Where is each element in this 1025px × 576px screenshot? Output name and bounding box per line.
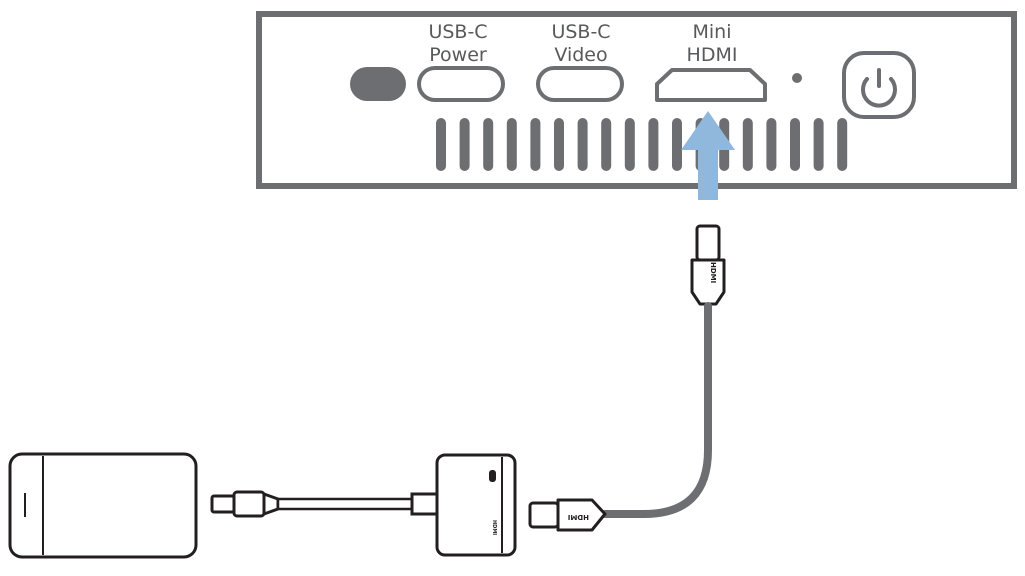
adapter-port-label: HDMI [491, 520, 497, 535]
vent-slot [601, 118, 612, 171]
power-button [842, 51, 916, 119]
vent-slot [436, 118, 446, 171]
usbc-power-label-line2: Power [429, 44, 487, 66]
usbc-video-label-line2: Video [554, 44, 607, 66]
smartphone [8, 452, 198, 559]
vent-slot [459, 118, 470, 171]
vent-slot [672, 118, 682, 171]
horizontal-plug-label: HDMI [568, 513, 589, 521]
adapter-hub: HDMI [435, 453, 517, 557]
vent-slot [742, 118, 753, 171]
usbc-power-label-line1: USB-C [428, 21, 487, 43]
vertical-plug-label: HDMI [709, 262, 717, 283]
vent-slot [554, 118, 564, 171]
vent-slot [790, 118, 800, 171]
mini-hdmi-port [655, 68, 767, 102]
vent-slot [766, 118, 777, 171]
adapter-usb-port [489, 470, 496, 482]
usbc-video-label-line1: USB-C [551, 21, 610, 43]
insert-arrow-icon [681, 111, 735, 200]
led-indicator [792, 73, 802, 83]
vent-slot [624, 118, 635, 171]
hdmi-plug-vertical: HDMI [690, 224, 726, 306]
projector-back-panel: USB-C Power USB-C Video Mini HDMI [256, 11, 1017, 189]
mini-hdmi-label-line2: HDMI [687, 44, 738, 66]
mini-hdmi-label-line1: Mini [693, 21, 732, 43]
vent-slot [813, 118, 824, 171]
vent-slot [648, 118, 659, 171]
usbc-video-port [536, 66, 624, 102]
power-icon [861, 68, 897, 108]
vent-grille [436, 118, 848, 171]
vent-slot [530, 118, 541, 171]
vent-slot [483, 118, 494, 171]
hdmi-plug-horizontal: HDMI [528, 498, 607, 532]
ir-sensor [350, 67, 406, 101]
usbc-power-port [417, 66, 505, 102]
phone-plug [210, 490, 280, 518]
vent-slot [506, 118, 517, 171]
vent-slot [837, 118, 848, 171]
adapter-cable [276, 492, 440, 516]
hdmi-cable [601, 302, 712, 518]
vent-slot [577, 118, 588, 171]
